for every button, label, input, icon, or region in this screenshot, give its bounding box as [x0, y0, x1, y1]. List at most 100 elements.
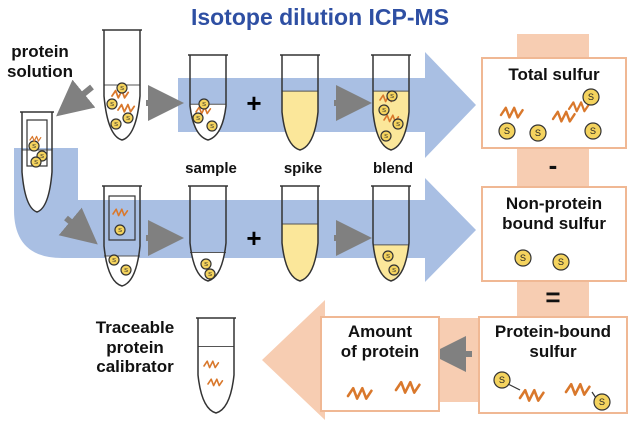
test-tube-icon	[371, 185, 411, 282]
amount-title-line-2: of protein	[340, 342, 420, 361]
protein-solution-label: protein solution	[0, 42, 80, 81]
tube-liquid	[198, 346, 234, 413]
traceable-line-1: Traceable	[95, 318, 175, 337]
test-tube-icon	[196, 317, 236, 414]
sulfur-atom-circle	[498, 122, 516, 140]
sulfur-atom-icon: S	[206, 120, 218, 132]
tube-outline	[281, 186, 319, 282]
sulfur-atom-icon: S	[514, 249, 532, 267]
sulfur-atom-circle	[582, 88, 600, 106]
plus-sign-top: +	[246, 88, 261, 118]
sulfur-atom-circle	[380, 130, 392, 142]
sulfur-atom-circle	[529, 124, 547, 142]
sulfur-atom-symbol: S	[390, 94, 394, 100]
sulfur-atom-icon: S	[582, 88, 600, 106]
protein-chain-icon	[567, 101, 590, 113]
sulfur-atom-icon: S	[584, 122, 602, 140]
sulfur-atom-symbol: S	[210, 124, 214, 130]
spike-label: spike	[283, 160, 323, 177]
sulfur-atom-symbol: S	[588, 92, 594, 102]
tube-liquid	[282, 224, 318, 281]
sulfur-atom-circle	[30, 156, 42, 168]
sulfur-atom-circle	[382, 250, 394, 262]
protein-solution-line-1: protein	[11, 42, 69, 61]
sulfur-atom-symbol: S	[535, 128, 541, 138]
sulfur-atom-symbol: S	[202, 102, 206, 108]
traceable-calibrator-label: Traceable protein calibrator	[80, 318, 190, 377]
equals-sign: =	[545, 282, 561, 312]
sulfur-atom-icon: S	[200, 258, 212, 270]
sulfur-atom-symbol: S	[120, 86, 124, 92]
sulfur-atom-symbol: S	[599, 397, 605, 407]
sulfur-atom-icon: S	[204, 268, 216, 280]
gray-arrows	[56, 79, 472, 372]
sulfur-atom-circle	[552, 253, 570, 271]
amount-of-protein-box: Amount of protein	[320, 316, 440, 412]
sulfur-atom-circle	[514, 249, 532, 267]
sulfur-atom-circle	[584, 122, 602, 140]
bond-line	[507, 383, 521, 391]
sulfur-atom-symbol: S	[386, 254, 390, 260]
sulfur-atom-circle	[493, 371, 511, 389]
protein-chain-icon	[207, 378, 224, 387]
sulfur-atom-icon: S	[382, 250, 394, 262]
total-sulfur-box: Total sulfur S S S S	[481, 57, 627, 149]
sulfur-atom-symbol: S	[110, 102, 114, 108]
tube-outline	[189, 186, 227, 282]
sulfur-atom-symbol: S	[590, 126, 596, 136]
sulfur-atom-icon: S	[116, 82, 128, 94]
sulfur-atom-symbol: S	[40, 154, 44, 160]
tube-outline	[372, 55, 410, 151]
total-sulfur-title: Total sulfur	[508, 65, 600, 84]
sulfur-atom-circle	[378, 104, 390, 116]
sulfur-atom-circle	[114, 224, 126, 236]
plus-sign-bottom: +	[246, 223, 261, 253]
tube-outline	[189, 55, 227, 141]
sulfur-atom-symbol: S	[196, 116, 200, 122]
sulfur-atom-symbol: S	[558, 257, 564, 267]
sulfur-atom-circle	[204, 268, 216, 280]
sulfur-atom-icon: S	[380, 130, 392, 142]
protein-chain-icon	[564, 382, 591, 396]
sulfur-atom-icon: S	[529, 124, 547, 142]
sulfur-atom-symbol: S	[124, 268, 128, 274]
sulfur-atom-symbol: S	[392, 268, 396, 274]
protein-chain-icon	[29, 135, 42, 142]
sulfur-atom-circle	[108, 254, 120, 266]
sulfur-atom-symbol: S	[114, 122, 118, 128]
tube-outline	[281, 55, 319, 151]
sulfur-atom-symbol: S	[208, 272, 212, 278]
sulfur-atom-icon: S	[120, 264, 132, 276]
traceable-line-2: protein	[106, 337, 164, 357]
sulfur-atom-icon: S	[378, 104, 390, 116]
sulfur-atom-circle	[116, 82, 128, 94]
sulfur-atom-circle	[106, 98, 118, 110]
sulfur-atom-circle	[200, 258, 212, 270]
sulfur-atom-icon: S	[110, 118, 122, 130]
sulfur-atom-circle	[206, 120, 218, 132]
sulfur-atom-symbol: S	[34, 160, 38, 166]
non-protein-title-line-1: Non-protein	[505, 194, 603, 213]
sulfur-atom-icon: S	[386, 90, 398, 102]
protein-chain-icon	[394, 380, 421, 394]
sulfur-atom-symbol: S	[504, 126, 510, 136]
sulfur-atom-icon: S	[108, 254, 120, 266]
sulfur-atom-symbol: S	[382, 108, 386, 114]
sulfur-atom-icon: S	[392, 118, 404, 130]
protein-bound-title-line-2: sulfur	[529, 342, 577, 361]
protein-chain-icon	[111, 89, 130, 99]
sulfur-atom-icon: S	[30, 156, 42, 168]
sulfur-atom-icon: S	[198, 98, 210, 110]
sulfur-atom-circle	[122, 112, 134, 124]
tube-outline	[21, 112, 53, 213]
protein-solution-line-2: solution	[6, 61, 74, 81]
sulfur-atom-symbol: S	[520, 253, 526, 263]
protein-chain-icon	[203, 360, 220, 369]
sulfur-atom-icon: S	[114, 224, 126, 236]
protein-bound-art: SS	[493, 371, 611, 411]
sulfur-atom-symbol: S	[384, 134, 388, 140]
sulfur-atom-icon: S	[122, 112, 134, 124]
protein-chain-icon	[112, 208, 129, 217]
